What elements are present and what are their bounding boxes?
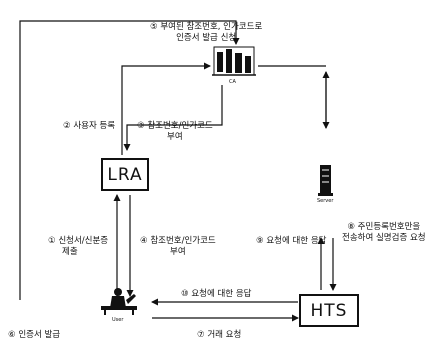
step6-label: ⑥ 인증서 발급: [8, 330, 60, 341]
step8-line1: ⑧ 주민등록번호만을: [342, 222, 426, 233]
step5-label: ⑤ 부여된 참조번호, 인가코드로 인증서 발급 신청: [150, 22, 262, 44]
step7-label: ⑦ 거래 요청: [197, 330, 241, 341]
step9-label: ⑨ 요청에 대한 응답: [256, 236, 326, 247]
step1-line1: ① 신청서/신분증: [48, 236, 108, 247]
hts-box: HTS: [299, 294, 359, 327]
step4-line2: 부여: [140, 247, 216, 258]
step1-line2: 제출: [48, 247, 108, 258]
step8-line2: 전송하여 실명검증 요청: [342, 233, 426, 244]
user-icon: [101, 288, 137, 315]
step3-line1: ③ 참조번호/인가코드: [137, 121, 213, 132]
server-label: Server: [317, 198, 333, 204]
step10-label: ⑩ 요청에 대한 응답: [181, 289, 251, 300]
ca-label: CA: [229, 79, 236, 85]
step3-label: ③ 참조번호/인가코드 부여: [137, 121, 213, 143]
step1-label: ① 신청서/신분증 제출: [48, 236, 108, 258]
step2-label: ② 사용자 등록: [63, 121, 115, 132]
step5-line1: ⑤ 부여된 참조번호, 인가코드로: [150, 22, 262, 33]
building-icon: [212, 47, 256, 75]
server-icon: [318, 165, 333, 196]
step4-label: ④ 참조번호/인가코드 부여: [140, 236, 216, 258]
step8-label: ⑧ 주민등록번호만을 전송하여 실명검증 요청: [342, 222, 426, 244]
step4-line1: ④ 참조번호/인가코드: [140, 236, 216, 247]
lra-box: LRA: [101, 158, 149, 191]
step5-line2: 인증서 발급 신청: [150, 33, 262, 44]
user-label: User: [112, 317, 123, 323]
step3-line2: 부여: [137, 132, 213, 143]
